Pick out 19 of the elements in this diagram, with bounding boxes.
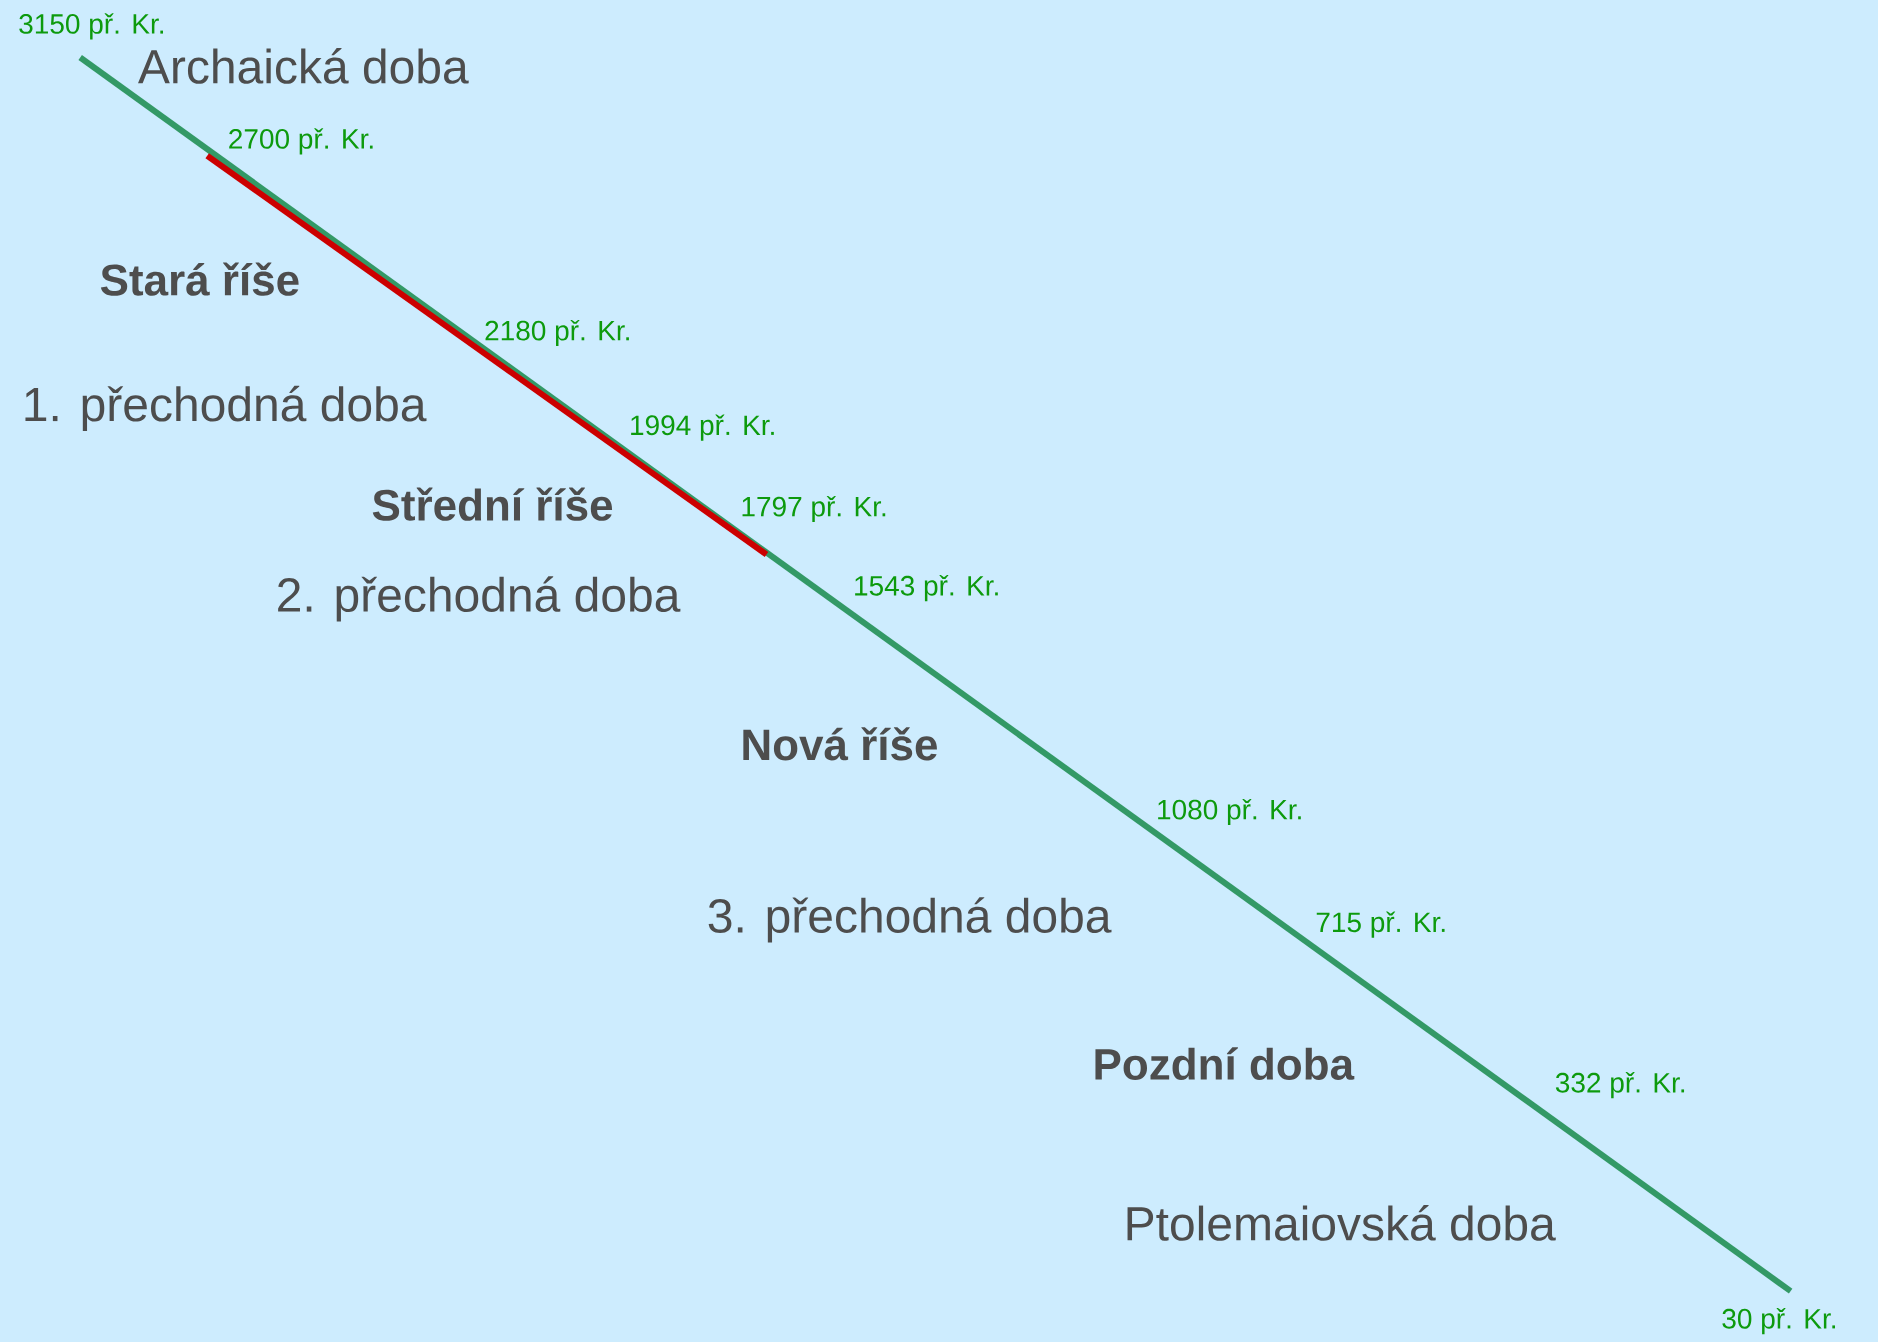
period-label: Ptolemaiovská doba [1127, 1205, 1556, 1241]
period-label: Pozdní doba [1095, 1047, 1355, 1080]
period-label: Střední říše [372, 487, 613, 521]
date-label: 1994 př. Kr. [631, 414, 774, 441]
date-label: 2180 př. Kr. [485, 319, 629, 347]
date-label: 30 př. Kr. [1722, 1308, 1835, 1335]
period-label: Nová říše [743, 727, 937, 761]
date-label: 1797 př. Kr. [742, 495, 886, 523]
date-label: 2700 př. Kr. [229, 128, 373, 155]
period-label: 1. přechodná doba [25, 385, 427, 432]
date-label: 1080 př. Kr. [1158, 798, 1301, 826]
period-label: 3. přechodná doba [708, 897, 1112, 943]
date-label: 332 př. Kr. [1555, 1072, 1685, 1099]
date-label: 715 př. Kr. [1316, 911, 1445, 938]
period-label: 2. přechodná doba [278, 576, 681, 622]
period-label: Archaická doba [138, 48, 469, 84]
date-label: 3150 př. Kr. [19, 13, 163, 40]
date-label: 1543 př. Kr. [855, 575, 998, 602]
period-label: Stará říše [100, 262, 299, 296]
